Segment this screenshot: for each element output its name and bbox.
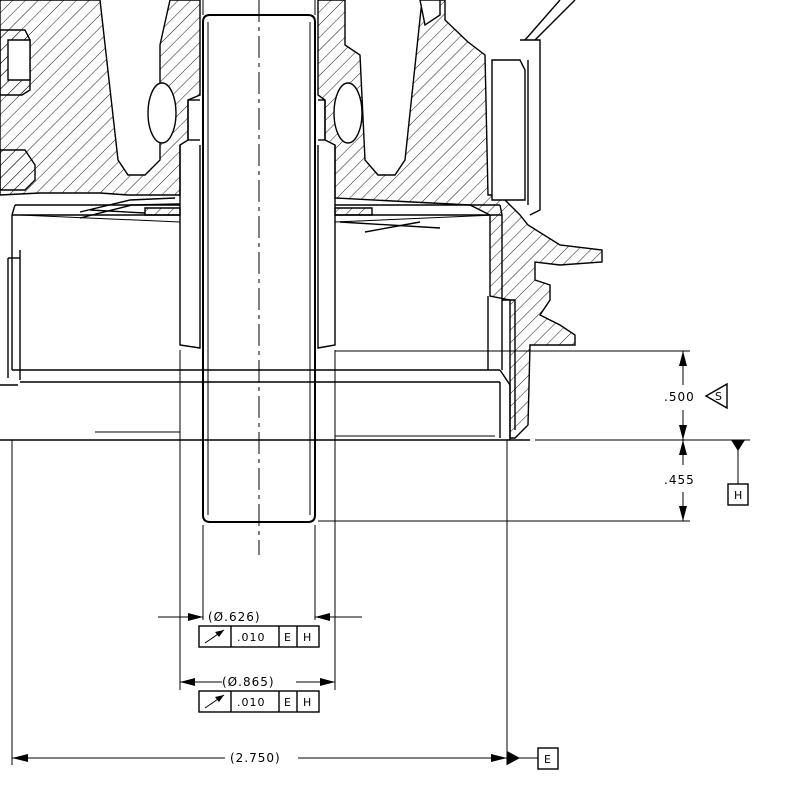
cup-body — [0, 204, 530, 441]
circular-runout-icon — [204, 694, 225, 709]
fcf-626 — [198, 625, 320, 648]
dimension-500: .500 — [664, 390, 695, 404]
dimension-dia-626: (Ø.626) — [208, 610, 261, 624]
dimension-2750: (2.750) — [230, 751, 281, 765]
dia-865-dimension — [180, 678, 335, 686]
fcf-865-datum2: H — [303, 696, 312, 709]
shaft — [179, 0, 336, 555]
dimension-dia-865: (Ø.865) — [222, 675, 275, 689]
extension-lines — [11, 350, 750, 765]
fcf-626-datum1: E — [284, 631, 292, 644]
statistical-tolerance-icon — [704, 382, 728, 410]
datum-e-label: E — [544, 753, 552, 766]
fcf-865-datum1: E — [284, 696, 292, 709]
fcf-626-tolerance: .010 — [237, 631, 266, 644]
dimension-455: .455 — [664, 473, 695, 487]
datum-e-symbol — [507, 747, 559, 770]
dia-626-dimension — [158, 613, 362, 621]
spring-detail — [79, 197, 441, 233]
housing-cavities — [7, 0, 526, 201]
fcf-865 — [198, 690, 320, 713]
fcf-865-tolerance: .010 — [237, 696, 266, 709]
datum-h-label: H — [734, 489, 743, 502]
statistical-tolerance-letter: S — [715, 390, 723, 403]
fcf-626-datum2: H — [303, 631, 312, 644]
height-dimensions — [679, 351, 687, 521]
side-plate — [520, 0, 576, 216]
width-2750-dimension — [12, 754, 507, 762]
circular-runout-icon — [204, 629, 225, 644]
datum-h-symbol — [727, 440, 749, 506]
